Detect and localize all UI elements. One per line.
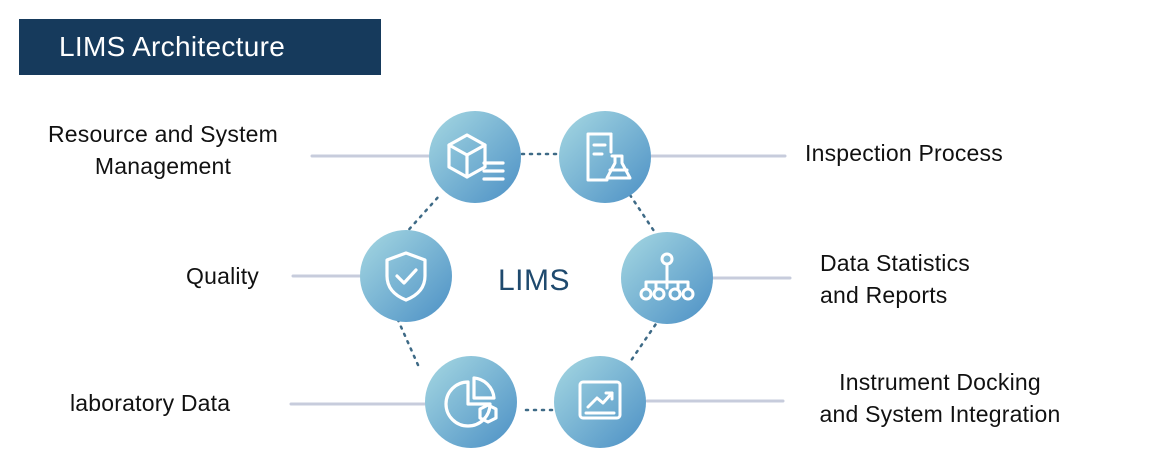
node-resource-circle <box>429 111 521 203</box>
node-inspection-circle <box>559 111 651 203</box>
label-quality-line1: Quality <box>186 263 259 289</box>
node-data-stats-circle <box>621 232 713 324</box>
document-flask-icon <box>586 132 632 182</box>
label-quality: Quality <box>186 260 259 292</box>
shield-check-icon <box>385 251 427 302</box>
label-inspection: Inspection Process <box>805 137 1003 169</box>
label-data-stats-line1: Data Statistics <box>820 250 970 276</box>
label-resource-line1: Resource and System <box>47 121 279 147</box>
label-data-stats-line2: and Reports <box>820 282 948 308</box>
trend-chart-icon <box>578 380 622 420</box>
hierarchy-icon <box>639 252 695 301</box>
title-box: LIMS Architecture <box>19 19 381 75</box>
label-instrument-line1: Instrument Docking <box>839 369 1041 395</box>
page-title: LIMS Architecture <box>59 31 286 62</box>
node-instrument-circle <box>554 356 646 448</box>
label-resource-line2: Management <box>94 153 232 179</box>
label-lab-data-line1: laboratory Data <box>70 390 231 416</box>
label-data-stats: Data Statistics and Reports <box>820 247 970 311</box>
label-instrument-line2: and System Integration <box>819 401 1061 427</box>
pie-chart-icon <box>444 376 498 428</box>
label-resource: Resource and System Management <box>22 118 304 182</box>
connector-lines <box>289 154 792 406</box>
label-inspection-line1: Inspection Process <box>805 140 1003 166</box>
label-lab-data: laboratory Data <box>70 387 230 419</box>
center-label: LIMS <box>498 264 571 297</box>
node-lab-data-circle <box>425 356 517 448</box>
label-instrument: Instrument Docking and System Integratio… <box>790 366 1090 430</box>
cube-list-icon <box>447 133 505 181</box>
node-quality-circle <box>360 230 452 322</box>
dotted-ring <box>396 152 662 412</box>
